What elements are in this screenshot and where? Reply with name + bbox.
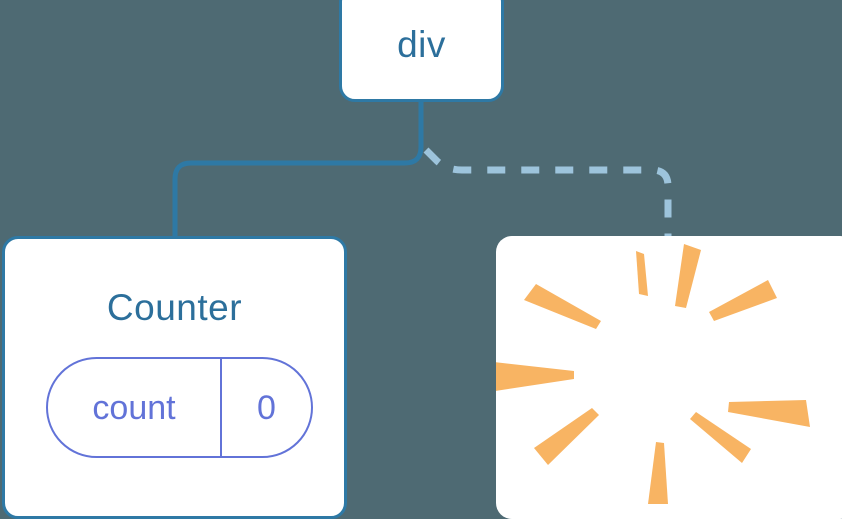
state-pill[interactable]: count 0 — [46, 357, 313, 458]
sparkle-burst-icon — [496, 244, 810, 504]
div-node[interactable]: div — [339, 0, 504, 102]
state-pill-divider — [220, 359, 222, 456]
counter-node-title: Counter — [106, 287, 243, 328]
state-value: 0 — [257, 388, 276, 427]
effect-node[interactable] — [496, 236, 842, 519]
div-node-label: div — [397, 23, 446, 65]
state-key: count — [92, 388, 176, 427]
edge-layer — [172, 101, 672, 240]
counter-node[interactable]: Counter count 0 — [2, 236, 347, 519]
edge-div-to-counter — [172, 101, 424, 240]
edge-div-to-effect — [423, 147, 672, 240]
